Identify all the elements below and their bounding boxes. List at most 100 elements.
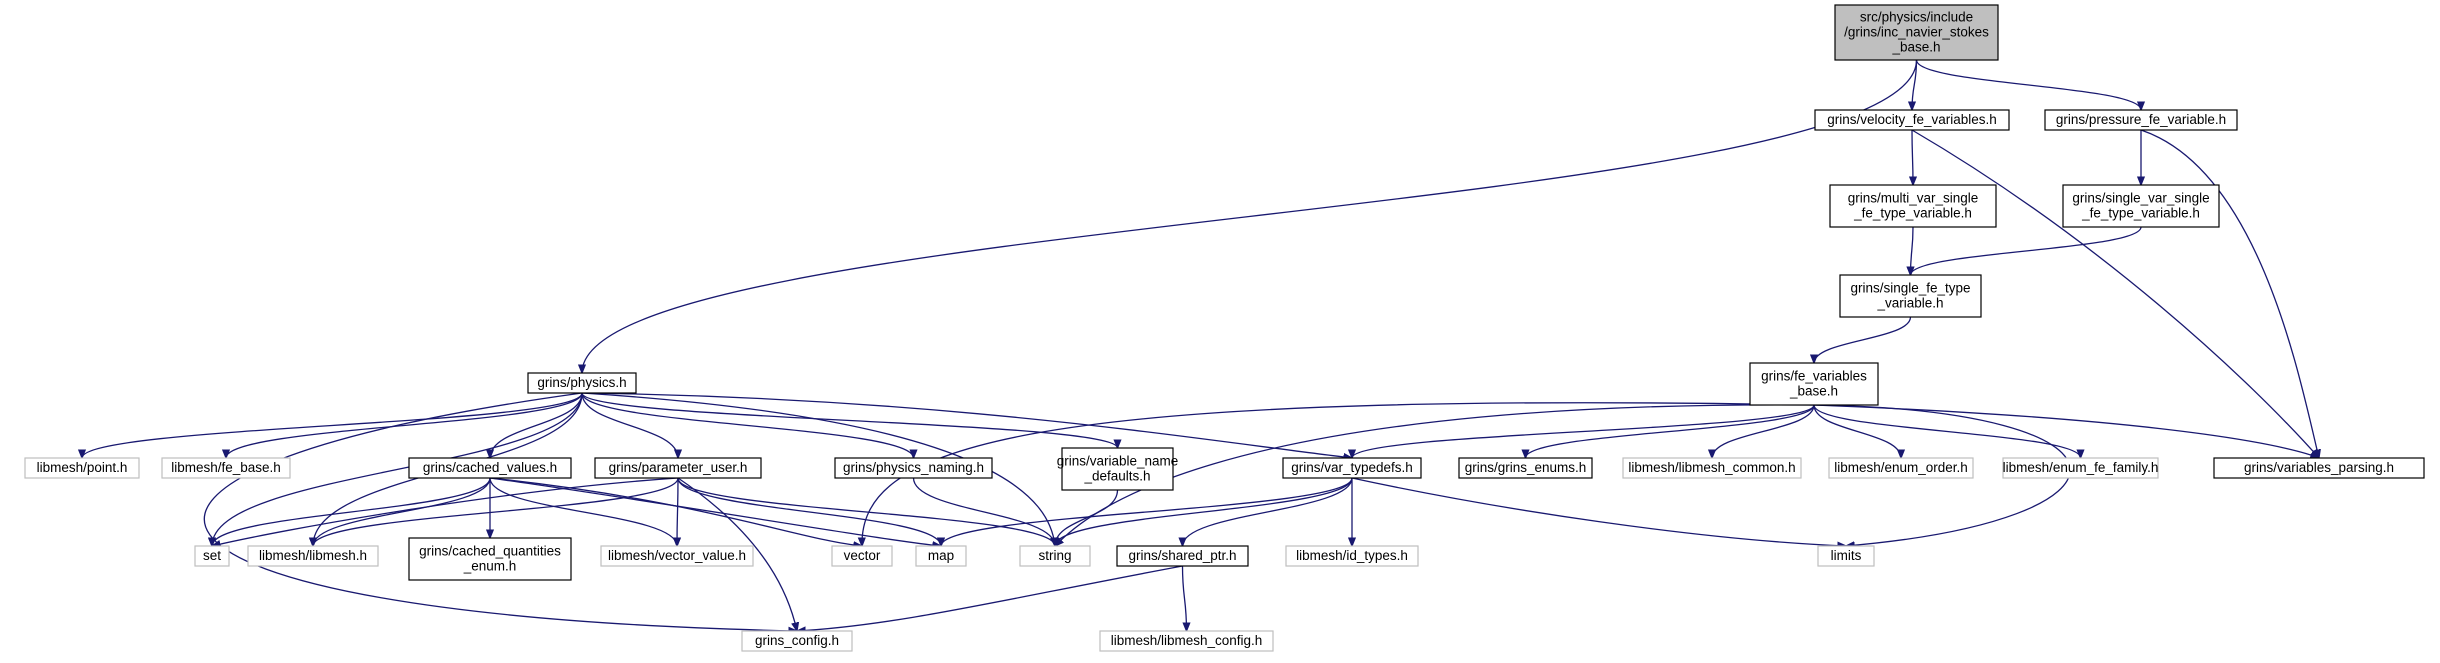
node-set[interactable]: set [194,545,230,567]
node-label: grins/physics.h [537,375,626,390]
edge-physics-config [203,392,797,631]
node-label: grins/fe_variables [1761,369,1867,384]
edge-fevars-enumfam [1813,404,2081,458]
edge-paramuser-set [212,477,679,546]
node-lmcommon[interactable]: libmesh/libmesh_common.h [1622,457,1802,479]
node-label: grins/variables_parsing.h [2244,460,2394,475]
node-label: _base.h [1891,40,1940,55]
node-naming[interactable]: grins/physics_naming.h [834,457,993,479]
node-label: grins/shared_ptr.h [1128,548,1236,563]
node-label: limits [1831,548,1862,563]
edge-paramuser-map [677,477,941,546]
node-label: grins/multi_var_single [1848,191,1979,206]
node-box [1828,457,1974,479]
node-box [2213,457,2425,479]
node-enumorder[interactable]: libmesh/enum_order.h [1828,457,1974,479]
edge-cached-map [489,477,941,546]
node-label: map [928,548,954,563]
node-box [834,457,993,479]
node-box [1099,630,1274,652]
node-label: grins/velocity_fe_variables.h [1827,112,1997,127]
node-idtypes[interactable]: libmesh/id_types.h [1285,545,1419,567]
node-point[interactable]: libmesh/point.h [24,457,140,479]
node-label: grins/parameter_user.h [609,460,748,475]
node-label: libmesh/enum_order.h [1834,460,1968,475]
node-map[interactable]: map [915,545,967,567]
edge-fevars-varparsing [1813,404,2319,458]
node-paramuser[interactable]: grins/parameter_user.h [594,457,762,479]
node-label: grins/grins_enums.h [1465,460,1587,475]
node-lmconfig[interactable]: libmesh/libmesh_config.h [1099,630,1274,652]
node-box [2044,109,2238,131]
edge-paramuser-vecval [677,477,678,546]
node-string[interactable]: string [1019,545,1091,567]
node-singlefe[interactable]: grins/single_fe_type_variable.h [1839,274,1982,318]
node-label: _variable.h [1876,296,1943,311]
node-box [915,545,967,567]
node-sharedptr[interactable]: grins/shared_ptr.h [1116,545,1249,567]
edge-singlevar-singlefe [1911,226,2142,275]
node-box [600,545,754,567]
node-varname[interactable]: grins/variable_name_defaults.h [1057,447,1179,491]
edge-fevars-lmcommon [1712,404,1815,458]
node-box [2002,457,2159,479]
node-physics[interactable]: grins/physics.h [527,372,637,394]
edge-fevars-enums [1526,404,1815,458]
node-box [1282,457,1422,479]
node-box [408,537,572,581]
node-box [1839,274,1982,318]
edge-velocity-multivar [1912,129,1913,185]
edge-physics-point [82,392,583,458]
edge-physics-set [212,392,583,546]
node-label: libmesh/id_types.h [1296,548,1408,563]
node-root[interactable]: src/physics/include/grins/inc_navier_sto… [1834,4,1999,61]
node-label: libmesh/libmesh_common.h [1628,460,1795,475]
node-multivar[interactable]: grins/multi_var_single_fe_type_variable.… [1829,184,1997,228]
edge-fevars-enumorder [1813,404,1901,458]
node-label: libmesh/enum_fe_family.h [2003,460,2159,475]
node-fevars[interactable]: grins/fe_variables_base.h [1749,362,1879,406]
edge-cached-libmesh [313,477,491,546]
node-cached[interactable]: grins/cached_values.h [408,457,572,479]
node-limits[interactable]: limits [1817,545,1875,567]
node-config[interactable]: grins_config.h [741,630,853,652]
edge-root-pressure [1915,59,2142,110]
edge-cached-set [212,477,491,546]
edge-naming-string [912,477,1056,546]
node-vector[interactable]: vector [831,545,893,567]
node-box [247,545,379,567]
edge-fevars-vartypedefs [1352,404,1815,459]
node-box [1829,184,1997,228]
node-label: libmesh/libmesh_config.h [1111,633,1263,648]
node-libmesh[interactable]: libmesh/libmesh.h [247,545,379,567]
node-label: grins/cached_values.h [423,460,557,475]
node-enumfam[interactable]: libmesh/enum_fe_family.h [2002,457,2159,479]
node-vartypedefs[interactable]: grins/var_typedefs.h [1282,457,1422,479]
node-vecval[interactable]: libmesh/vector_value.h [600,545,754,567]
node-cqenum[interactable]: grins/cached_quantities_enum.h [408,537,572,581]
node-pressure[interactable]: grins/pressure_fe_variable.h [2044,109,2238,131]
node-label: libmesh/libmesh.h [259,548,367,563]
node-label: grins/single_var_single [2072,191,2209,206]
node-box [1458,457,1593,479]
node-label: libmesh/vector_value.h [608,548,746,563]
edge-vartypedefs-limits [1351,477,1846,546]
node-box [1814,109,2010,131]
node-varparsing[interactable]: grins/variables_parsing.h [2213,457,2425,479]
node-label: _fe_type_variable.h [2081,206,2200,221]
node-singlevar[interactable]: grins/single_var_single_fe_type_variable… [2062,184,2220,228]
node-box [24,457,140,479]
edges-layer [82,59,2319,631]
edge-root-physics [582,59,1918,373]
node-box [527,372,637,394]
node-box [161,457,291,479]
node-enums[interactable]: grins/grins_enums.h [1458,457,1593,479]
node-box [1817,545,1875,567]
node-label: grins/var_typedefs.h [1291,460,1413,475]
edge-cached-vecval [489,477,677,546]
node-velocity[interactable]: grins/velocity_fe_variables.h [1814,109,2010,131]
node-febase[interactable]: libmesh/fe_base.h [161,457,291,479]
node-label: libmesh/point.h [37,460,128,475]
node-label: _base.h [1789,384,1838,399]
